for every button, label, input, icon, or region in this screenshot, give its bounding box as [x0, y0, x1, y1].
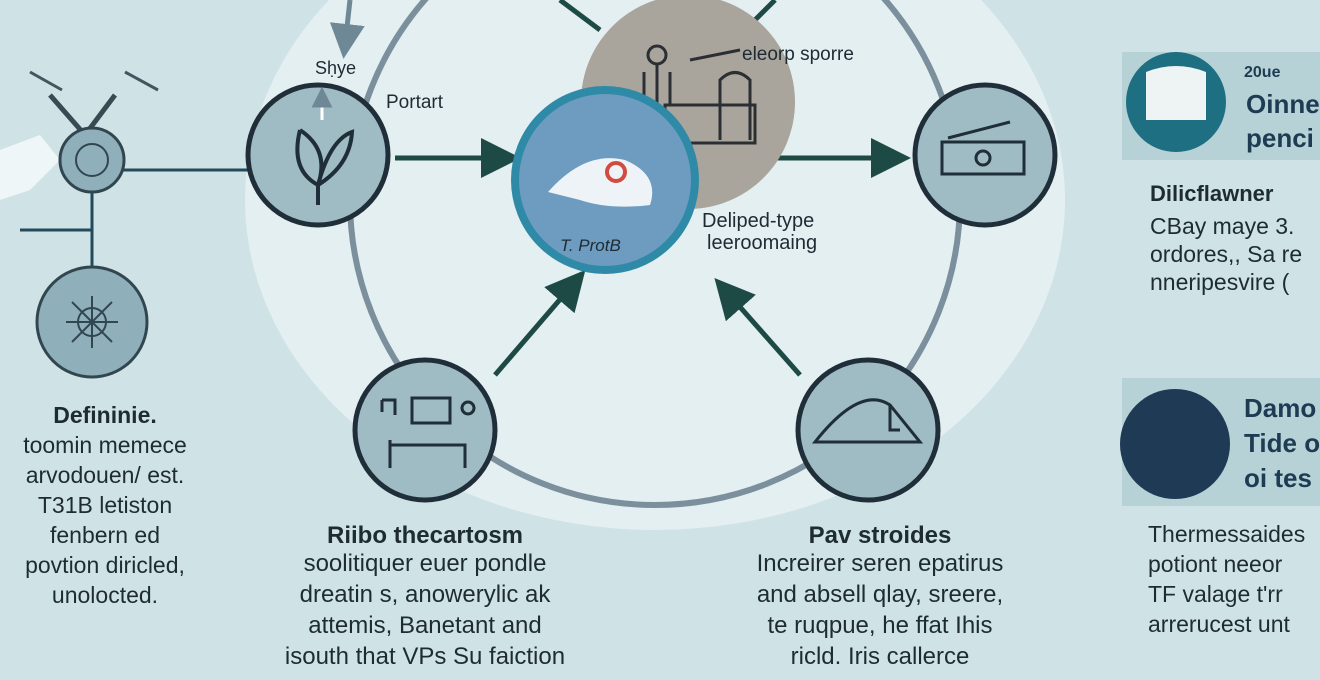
left-panel-line: T31B letiston — [37, 492, 173, 518]
right-mid-line: nneripesvire ( — [1150, 269, 1290, 295]
label-eleorp-sporre: eleorp sporre — [742, 44, 854, 65]
lab-bench-icon — [380, 396, 476, 468]
bottom-right-title: Pav stroides — [808, 522, 952, 549]
left-panel-title: Defininie. — [53, 402, 157, 428]
right-info-line2: Tide o — [1244, 428, 1320, 458]
center-label: T. ProtB — [560, 236, 621, 255]
bottom-right-line: ricld. Iris callerce — [790, 643, 970, 670]
label-shye: Sḥye — [315, 58, 357, 78]
bell-curve-icon — [811, 398, 924, 444]
right-info-line1: Damo — [1244, 393, 1317, 423]
right-mid-line: CBay maye 3. — [1150, 213, 1295, 239]
connector-arrows — [395, 0, 911, 377]
bottom-left-line: dreatin s, anowerylic ak — [299, 581, 551, 608]
right-bottom-line: Thermessaides — [1148, 521, 1306, 547]
left-panel-line: arvodouen/ est. — [25, 462, 185, 488]
bottom-left-line: soolitiquer euer pondle — [303, 550, 547, 577]
left-panel-line: unolocted. — [51, 582, 159, 608]
leaf-icon — [295, 128, 355, 205]
right-mid-line: ordores,, Sa re — [1150, 241, 1303, 267]
left-panel-line: fenbern ed — [50, 522, 160, 548]
right-bottom-line: arrerucest unt — [1148, 611, 1290, 637]
bottom-left-title: Riibo thecartosm — [326, 522, 524, 549]
left-panel-line: povtion diricled, — [25, 552, 185, 578]
right-top-line1: Oinne — [1246, 89, 1320, 119]
curve-node — [795, 357, 941, 503]
right-top-small: 20ue — [1244, 64, 1281, 81]
right-bottom-line: TF valage t'rr — [1148, 581, 1283, 607]
lab-node — [352, 357, 498, 503]
label-deliped-type: Deliped-type — [702, 210, 815, 232]
bottom-right-line: te ruqpue, he ffat Ihis — [767, 612, 993, 639]
machine-icon — [940, 120, 1026, 176]
bottom-left-line: isouth that VPs Su faiction — [284, 643, 566, 670]
right-top-line2: penci — [1246, 123, 1314, 153]
left-network — [0, 0, 365, 379]
label-leeroomaing: leeroomaing — [707, 232, 818, 254]
left-panel-line: toomin memece — [23, 432, 187, 458]
right-info-line3: oi tes — [1244, 463, 1312, 493]
equipment-node — [912, 82, 1058, 228]
bottom-right-line: and absell qlay, sreere, — [756, 581, 1004, 608]
info-badge — [1120, 389, 1230, 499]
bottom-right-line: Increirer seren epatirus — [756, 550, 1004, 577]
right-bottom-line: potiont neeor — [1148, 551, 1283, 577]
bottom-left-line: attemis, Banetant and — [308, 612, 542, 639]
label-portart: Portart — [386, 92, 444, 113]
right-mid-title: Dilicflawner — [1150, 181, 1274, 206]
